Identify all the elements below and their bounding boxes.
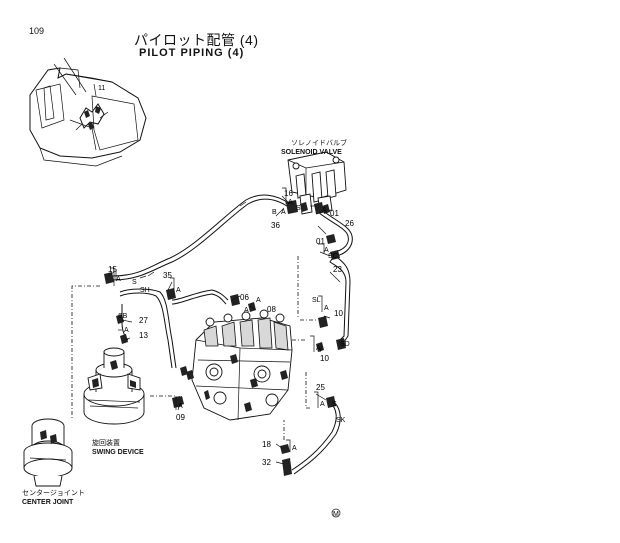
callout-35: 35	[163, 271, 172, 280]
flag-a: A	[316, 345, 321, 352]
title-english: PILOT PIPING (4)	[139, 47, 245, 59]
guide-lines	[71, 256, 318, 440]
flag-a: A	[244, 307, 249, 314]
callout-01-lower: 01	[316, 237, 325, 246]
callout-10-lower: 10	[320, 354, 329, 363]
callout-32: 32	[262, 458, 271, 467]
flag-a: A	[324, 247, 329, 254]
callout-09: 09	[176, 413, 185, 422]
callout-06: 06	[240, 293, 249, 302]
solenoid-valve-label-en: SOLENOID VALVE	[281, 149, 342, 156]
port-mark: S	[296, 205, 301, 212]
swing-device-illustration	[83, 347, 145, 425]
stamp-mark: M	[331, 508, 341, 518]
callout-18: 18	[262, 440, 271, 449]
flag-a: A	[116, 276, 121, 283]
solenoid-valve-label-jp: ソレノイドバルブ	[291, 140, 347, 147]
swing-device-label-jp: 旋回装置	[92, 440, 120, 447]
center-joint-label-jp: センタージョイント	[22, 490, 85, 497]
port-mark: SD	[340, 341, 350, 348]
flag-a: A	[124, 327, 129, 334]
stamp-letter: M	[333, 511, 339, 518]
title-japanese: パイロット配管 (4)	[134, 32, 259, 48]
callout-01-upper: 01	[330, 209, 339, 218]
reference-flags	[110, 187, 325, 452]
page-number: 109	[29, 26, 45, 36]
flag-a: A	[324, 305, 329, 312]
flag-a: A	[178, 403, 183, 410]
flag-a: A	[176, 287, 181, 294]
flag-a: A	[322, 207, 327, 214]
control-valve-illustration	[176, 309, 293, 421]
port-mark: S	[132, 279, 137, 286]
overview-mark: 11	[98, 85, 105, 92]
port-mark: SC	[328, 253, 338, 260]
flag-a: A	[292, 445, 297, 452]
swing-device-label-en: SWING DEVICE	[92, 449, 144, 456]
callout-numbers: 15 36 35 16 01 26 01 23 06 08 27 13 10 1…	[108, 189, 354, 467]
callout-27: 27	[139, 316, 148, 325]
flag-a: A	[320, 401, 325, 408]
port-mark: SK	[336, 417, 346, 424]
callout-26: 26	[345, 219, 354, 228]
flag-a: A	[281, 209, 286, 216]
callout-36: 36	[271, 221, 280, 230]
port-mark: SH	[140, 287, 150, 294]
flag-letters: A A A B A A A A A A A A A A A	[116, 199, 329, 452]
excavator-overview-illustration: 11	[29, 57, 147, 167]
pilot-hoses	[104, 194, 353, 476]
flag-b: B	[272, 209, 277, 216]
callout-23: 23	[333, 265, 342, 274]
callout-25: 25	[316, 383, 325, 392]
port-mark: SL	[312, 297, 321, 304]
port-marks: S S SH SB SL SC SD S SK	[118, 205, 350, 424]
callout-10-upper: 10	[334, 309, 343, 318]
flag-a: A	[288, 199, 293, 206]
flag-a: A	[256, 297, 261, 304]
callout-13: 13	[139, 331, 148, 340]
center-joint-illustration	[23, 418, 73, 487]
solenoid-valve-illustration	[287, 151, 347, 215]
callout-16: 16	[284, 189, 293, 198]
callout-08: 08	[267, 305, 276, 314]
center-joint-label-en: CENTER JOINT	[22, 499, 74, 506]
callout-15: 15	[108, 265, 117, 274]
port-mark: SB	[118, 313, 128, 320]
port-mark: S	[332, 401, 337, 408]
